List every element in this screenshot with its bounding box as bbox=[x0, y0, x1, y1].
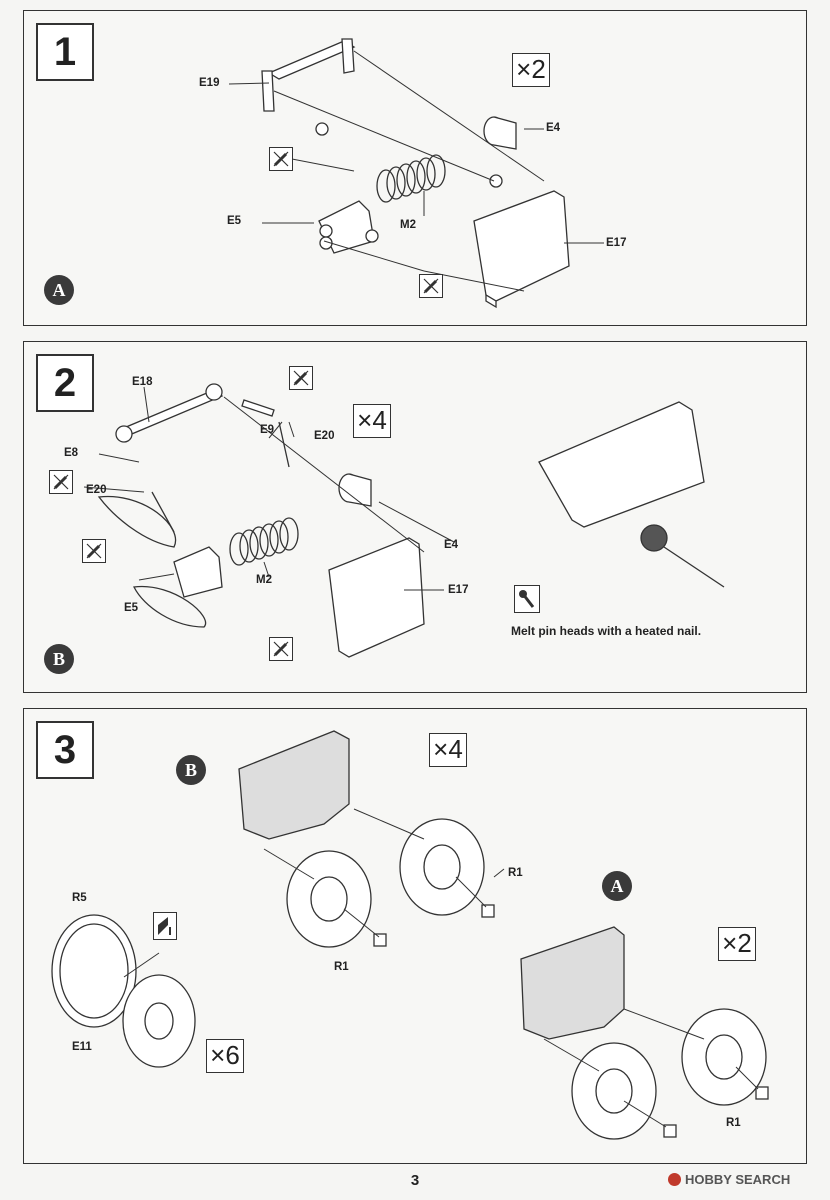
quantity-multiplier: ×6 bbox=[206, 1039, 244, 1073]
step-3-drawing bbox=[51, 730, 769, 1140]
part-label: E8 bbox=[64, 447, 79, 459]
step-2-drawing bbox=[83, 383, 725, 658]
part-label: E20 bbox=[314, 430, 335, 442]
step-2-panel: 2 ×4 B bbox=[23, 341, 807, 693]
heated-nail-icon bbox=[514, 585, 540, 613]
part-label: E4 bbox=[444, 539, 459, 551]
hobby-search-logo-icon bbox=[668, 1173, 681, 1186]
step-1-drawing bbox=[228, 38, 604, 309]
subassembly-marker: A bbox=[44, 275, 74, 305]
subassembly-marker: A bbox=[602, 871, 632, 901]
watermark: HOBBY SEARCH bbox=[668, 1172, 790, 1187]
part-label: E17 bbox=[606, 237, 627, 249]
part-label: E19 bbox=[199, 77, 220, 89]
part-label: M2 bbox=[400, 219, 416, 231]
part-label: E5 bbox=[227, 215, 242, 227]
step-3-panel: 3 ×4 ×2 ×6 B A bbox=[23, 708, 807, 1164]
instruction-note: Melt pin heads with a heated nail. bbox=[511, 624, 702, 638]
subassembly-marker: B bbox=[44, 644, 74, 674]
step-number: 2 bbox=[36, 354, 94, 412]
part-label: E4 bbox=[546, 122, 561, 134]
step-number: 1 bbox=[36, 23, 94, 81]
part-label: E17 bbox=[448, 584, 469, 596]
part-label: E9 bbox=[260, 424, 275, 436]
no-glue-icon bbox=[419, 274, 443, 298]
step-1-panel: 1 ×2 A bbox=[23, 10, 807, 326]
quantity-multiplier: ×2 bbox=[718, 927, 756, 961]
part-label: E20 bbox=[86, 484, 107, 496]
page-number: 3 bbox=[410, 1172, 420, 1189]
part-label: R1 bbox=[726, 1117, 741, 1129]
glue-icon bbox=[153, 912, 177, 940]
part-label: R1 bbox=[334, 961, 349, 973]
quantity-multiplier: ×4 bbox=[353, 404, 391, 438]
quantity-multiplier: ×4 bbox=[429, 733, 467, 767]
no-glue-icon bbox=[269, 147, 293, 171]
part-label: R1 bbox=[508, 867, 523, 879]
quantity-multiplier: ×2 bbox=[512, 53, 550, 87]
part-label: E11 bbox=[72, 1041, 92, 1053]
watermark-text: HOBBY SEARCH bbox=[685, 1172, 791, 1187]
step-number: 3 bbox=[36, 721, 94, 779]
subassembly-marker: B bbox=[176, 755, 206, 785]
no-glue-icon bbox=[289, 366, 313, 390]
part-label: E18 bbox=[132, 376, 153, 388]
part-label: R5 bbox=[72, 892, 87, 904]
part-label: E5 bbox=[124, 602, 139, 614]
no-glue-icon bbox=[269, 637, 293, 661]
no-glue-icon bbox=[82, 539, 106, 563]
no-glue-icon bbox=[49, 470, 73, 494]
part-label: M2 bbox=[256, 574, 272, 586]
